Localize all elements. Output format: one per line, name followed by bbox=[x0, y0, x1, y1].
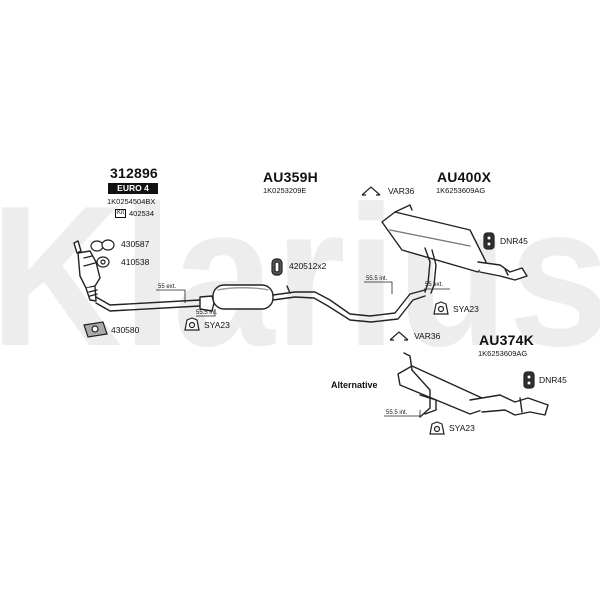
oem-alt-silencer: 1K6253609AG bbox=[478, 349, 528, 358]
rear-silencer bbox=[381, 204, 528, 294]
clamp-sya23-icon-1 bbox=[184, 317, 200, 331]
catalytic-converter bbox=[73, 240, 101, 302]
centre-pipe bbox=[272, 285, 426, 323]
oem-rear-silencer: 1K6253609AG bbox=[436, 186, 486, 195]
clamp-sya23-icon-2 bbox=[433, 301, 449, 315]
rubber-dnr45-icon-2 bbox=[523, 371, 535, 389]
fitting-var36-1: VAR36 bbox=[388, 186, 415, 196]
oem-catalyst: 1K0254504BX bbox=[107, 197, 156, 206]
dimension-centre-pipe: 55.5 int. bbox=[366, 276, 388, 282]
fitting-410538: 410538 bbox=[121, 257, 150, 267]
fitting-var36-2: VAR36 bbox=[414, 331, 441, 341]
hanger-var36-icon-1 bbox=[361, 186, 381, 196]
fitting-430587: 430587 bbox=[121, 239, 150, 249]
clamp-sya23-icon-3 bbox=[429, 421, 445, 435]
part-code-catalyst: 312896 bbox=[110, 165, 158, 181]
alternative-label: Alternative bbox=[331, 380, 378, 390]
gasket-410538-icon bbox=[96, 256, 110, 268]
front-silencer bbox=[199, 284, 274, 312]
kit-code: 402534 bbox=[129, 209, 155, 218]
dimension-front-silencer: 55.5 int. bbox=[196, 310, 218, 316]
clamp-430587-icon bbox=[90, 239, 115, 252]
kit-badge: Kit bbox=[115, 209, 127, 218]
dimension-rear-inlet: 55 ext. bbox=[425, 282, 444, 288]
dimension-front-pipe: 55 ext. bbox=[158, 284, 177, 290]
fitting-sya23-2: SYA23 bbox=[453, 304, 479, 314]
part-code-alt-silencer: AU374K bbox=[479, 332, 534, 348]
fitting-dnr45-1: DNR45 bbox=[500, 236, 528, 246]
part-code-front-silencer: AU359H bbox=[263, 169, 318, 185]
front-pipe bbox=[95, 296, 201, 312]
fitting-dnr45-2: DNR45 bbox=[539, 375, 567, 385]
euro-badge: EURO 4 bbox=[108, 183, 158, 194]
part-code-rear-silencer: AU400X bbox=[437, 169, 492, 185]
fitting-sya23-1: SYA23 bbox=[204, 320, 230, 330]
rubber-dnr45-icon-1 bbox=[483, 232, 495, 250]
alternative-rear-silencer bbox=[397, 352, 549, 418]
clamp-420512-icon bbox=[271, 258, 283, 276]
fitting-430580: 430580 bbox=[111, 325, 140, 335]
hanger-var36-icon-2 bbox=[389, 331, 409, 341]
oem-front-silencer: 1K0253209E bbox=[263, 186, 307, 195]
fitting-420512: 420512x2 bbox=[289, 261, 327, 271]
fitting-sya23-3: SYA23 bbox=[449, 423, 475, 433]
dimension-alt-inlet: 55.5 int. bbox=[386, 410, 408, 416]
gasket-430580-icon bbox=[83, 321, 108, 338]
